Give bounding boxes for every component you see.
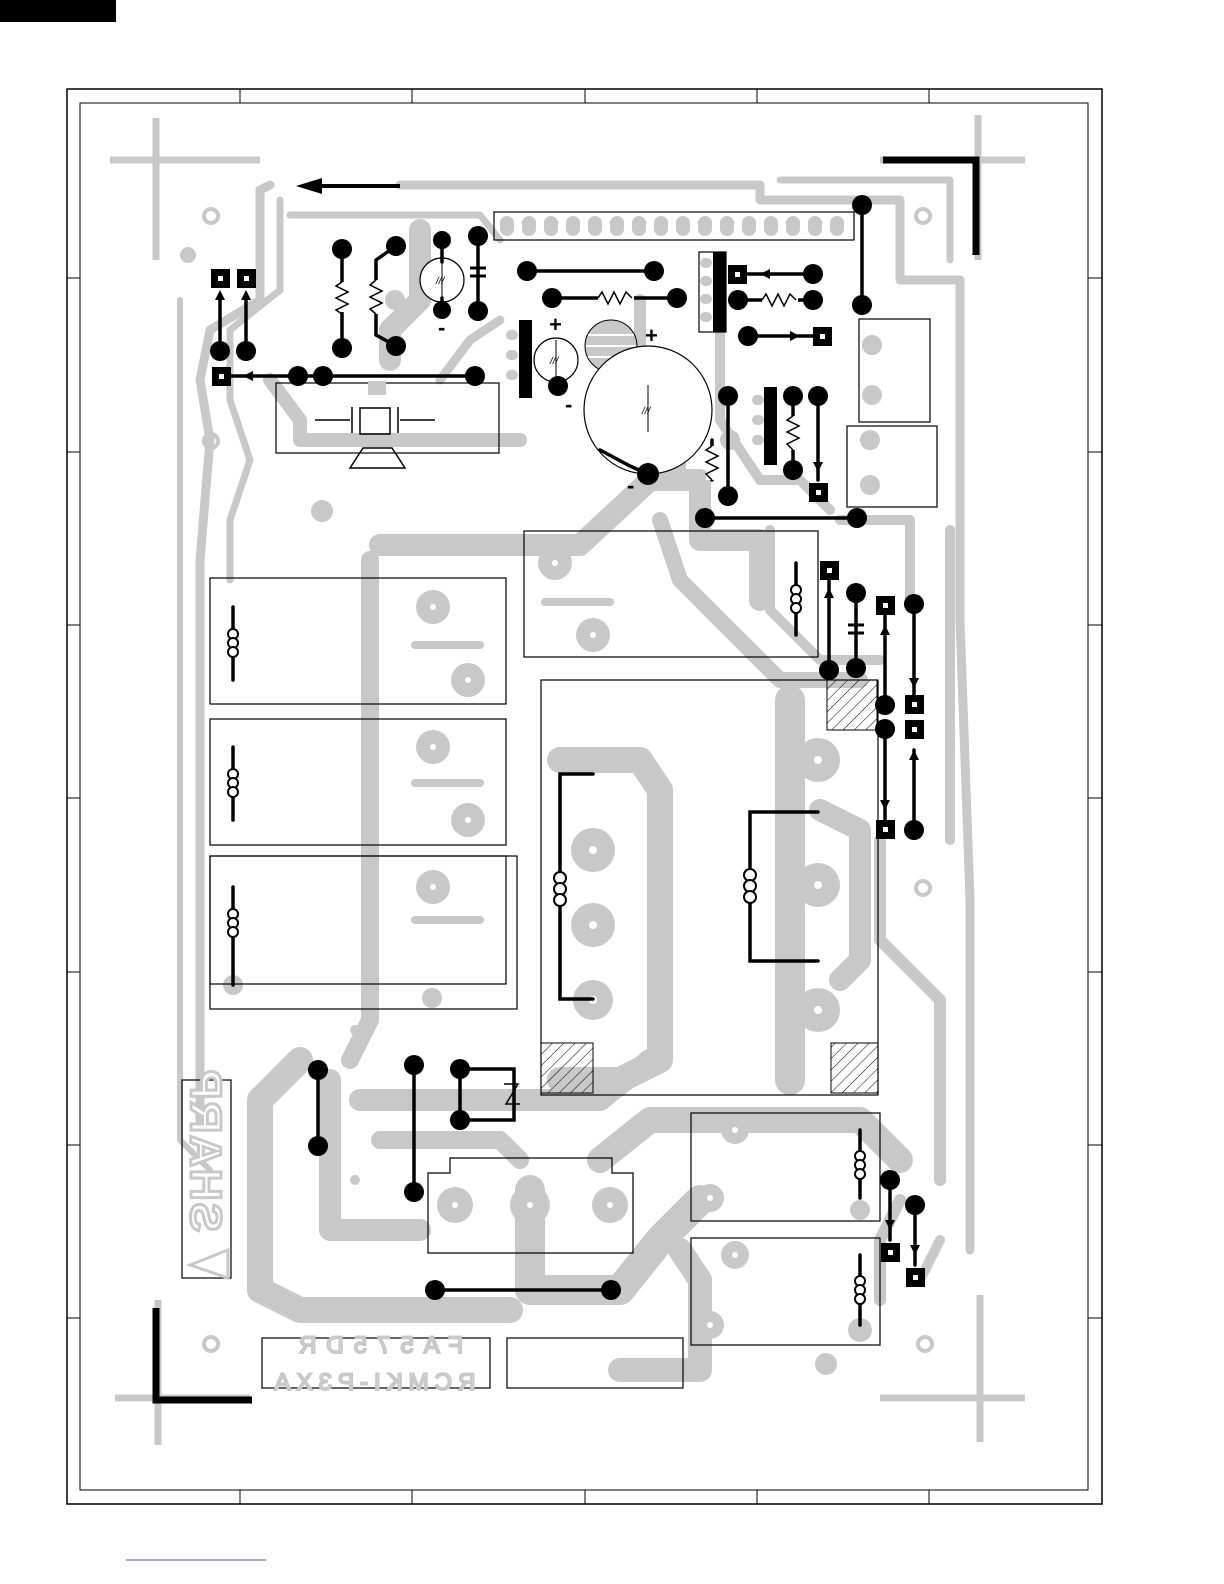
marking-line-2: RCMKI-P3XA [269, 1369, 476, 1396]
coil-7 [855, 1151, 865, 1179]
coil-3 [228, 909, 238, 937]
coil-8 [855, 1276, 865, 1304]
grey-pads [180, 247, 837, 1375]
coil-1 [228, 629, 238, 657]
logo-text: SHARP [181, 1068, 230, 1232]
coil-6 [744, 869, 756, 903]
arrow-left-icon [296, 178, 400, 194]
coil-4 [791, 585, 801, 613]
polarity-plus-3: + [645, 323, 658, 348]
coil-2 [228, 769, 238, 797]
marking-line-1: FA575DR [289, 1332, 463, 1359]
crystal-symbol [315, 381, 435, 468]
board-marking: FA575DR RCMKI-P3XA [269, 1332, 476, 1396]
warning-triangle-icon [190, 1250, 228, 1278]
connector-header [494, 212, 854, 240]
connector-1-outline [859, 319, 930, 422]
polarity-minus-3: - [627, 473, 634, 498]
capacitor-mark-3: /// [641, 406, 652, 417]
polarity-plus-2: + [549, 312, 562, 337]
sharp-logo: SHARP [181, 1068, 230, 1278]
polarity-minus-2: - [565, 392, 572, 417]
corner-tab [0, 0, 116, 22]
capacitor-mark-1: /// [435, 276, 446, 287]
capacitor-mark-2: /// [549, 356, 560, 367]
coil-5 [554, 872, 566, 906]
